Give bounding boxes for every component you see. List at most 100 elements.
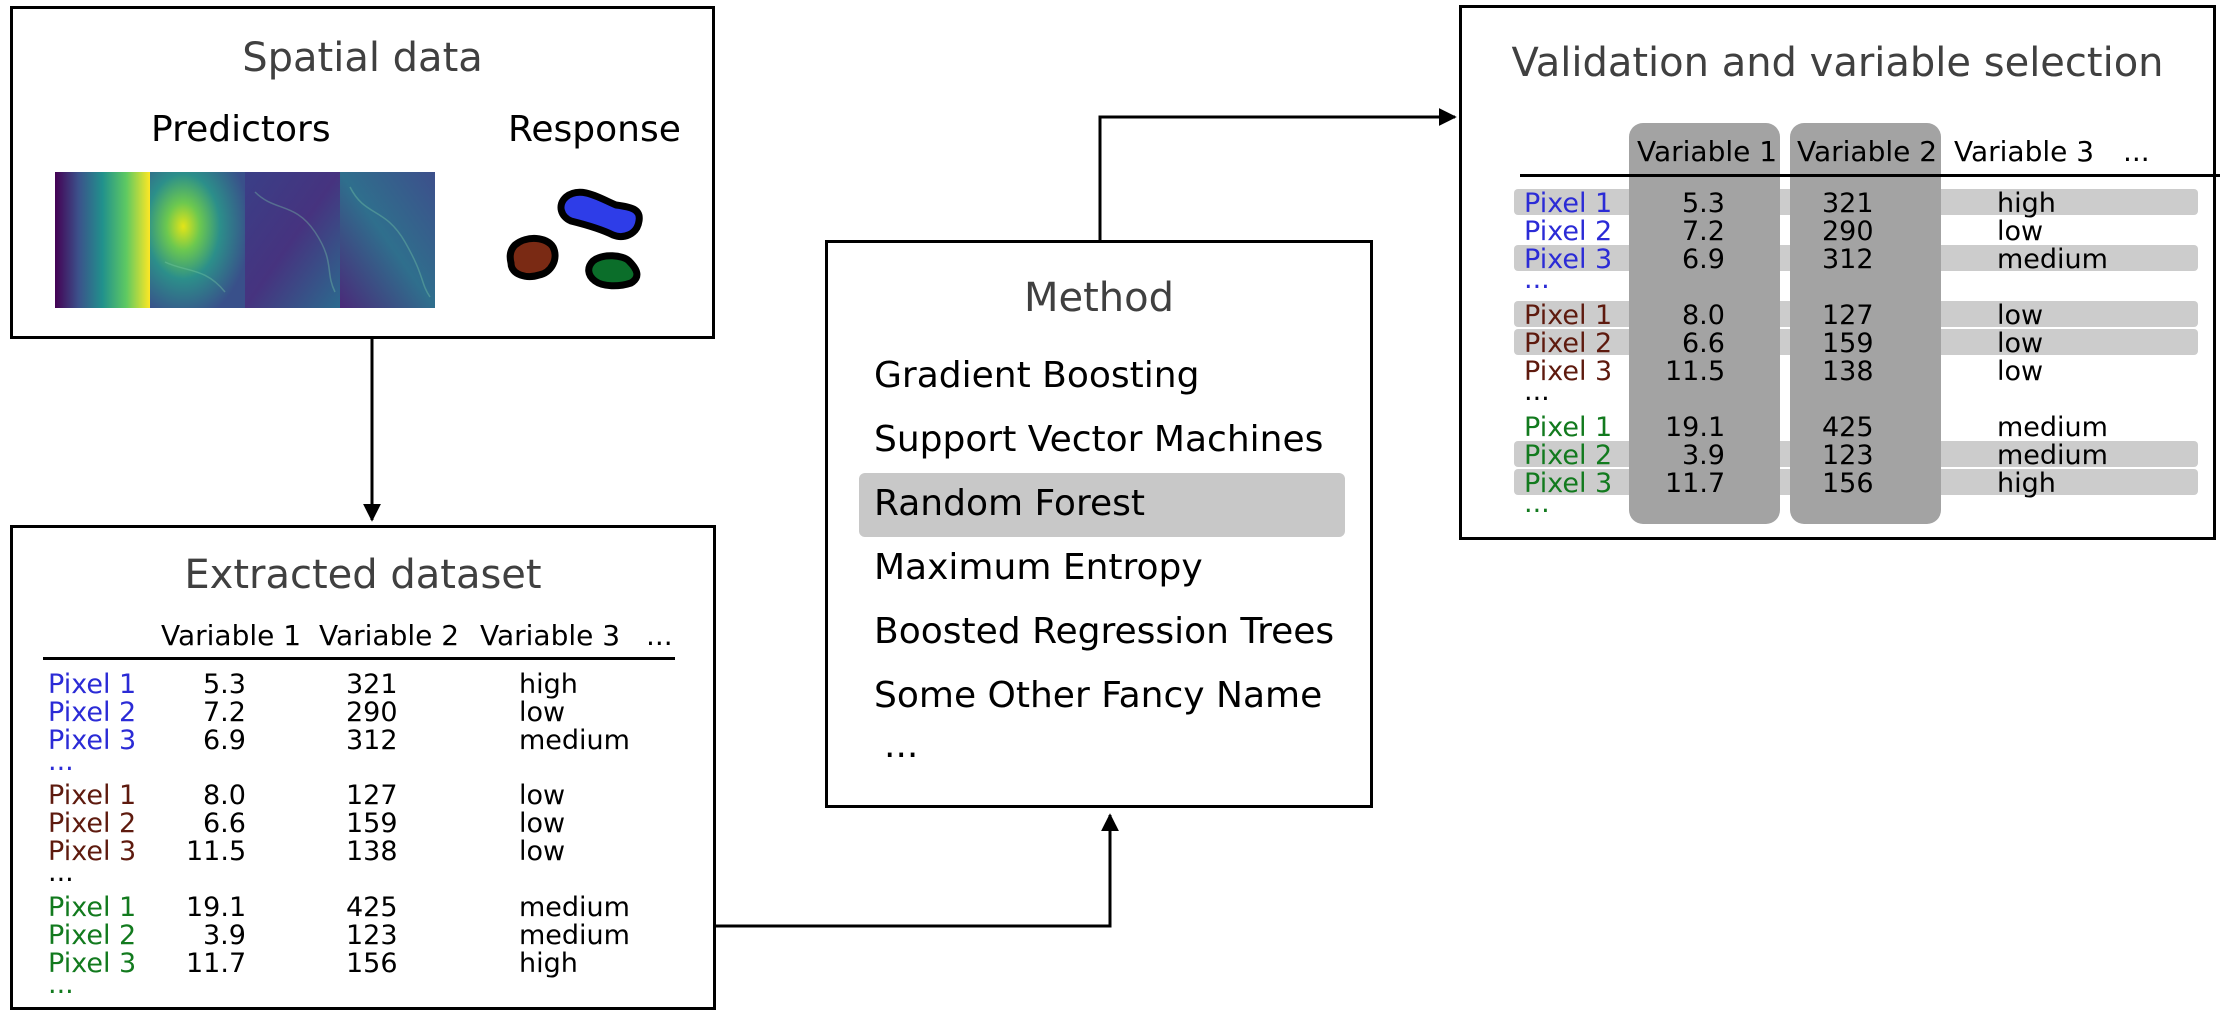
extracted-g3-ellipsis: ...	[48, 969, 74, 1000]
extracted-g1-r2-v2: 290	[346, 697, 398, 728]
validation-col-header-more: ...	[2123, 135, 2150, 168]
extracted-g2-r3-v2: 138	[346, 836, 398, 867]
extracted-g3-r1-v3: medium	[519, 892, 630, 923]
validation-g2-r1-v1: 8.0	[1682, 300, 1725, 331]
validation-g1-r2-v1: 7.2	[1682, 216, 1725, 247]
extracted-g1-r1-v2: 321	[346, 669, 398, 700]
validation-g3-r1-v2: 425	[1822, 412, 1874, 443]
extracted-g1-ellipsis: ...	[48, 746, 74, 777]
validation-g1-r2-v3: low	[1997, 216, 2044, 247]
validation-g2-r3-v2: 138	[1822, 356, 1874, 387]
method-item-boosted-regression-trees: Boosted Regression Trees	[874, 611, 1335, 652]
extracted-g2-r2-v3: low	[519, 808, 566, 839]
predictors-label: Predictors	[151, 109, 331, 150]
validation-g2-r2-v2: 159	[1822, 328, 1874, 359]
method-item-maximum-entropy: Maximum Entropy	[874, 547, 1203, 588]
extracted-g2-r3-v3: low	[519, 836, 566, 867]
extracted-g1-r1-v3: high	[519, 669, 578, 700]
extracted-g2-r2-pixel: Pixel 2	[48, 808, 137, 839]
validation-g1-r3-v1: 6.9	[1682, 244, 1725, 275]
extracted-col-header-3: Variable 3	[480, 619, 621, 652]
spatial-data-title: Spatial data	[242, 35, 483, 81]
validation-g3-r3-v2: 156	[1822, 468, 1874, 499]
validation-g2-ellipsis: ...	[1524, 376, 1550, 407]
extracted-col-header-1: Variable 1	[161, 619, 302, 652]
extracted-g2-r2-v2: 159	[346, 808, 398, 839]
extracted-g3-r2-pixel: Pixel 2	[48, 920, 137, 951]
extracted-g3-r1-pixel: Pixel 1	[48, 892, 137, 923]
arrow-extracted-to-method	[716, 813, 1119, 928]
extracted-g2-r3-v1: 11.5	[186, 836, 247, 867]
validation-g1-r1-v1: 5.3	[1682, 188, 1725, 219]
validation-g1-r1-v3: high	[1997, 188, 2056, 219]
validation-g2-r2-v1: 6.6	[1682, 328, 1725, 359]
extracted-g1-r3-v3: medium	[519, 725, 630, 756]
validation-g3-r1-pixel: Pixel 1	[1524, 412, 1613, 443]
validation-col-header-2: Variable 2	[1797, 135, 1938, 168]
extracted-g3-r2-v1: 3.9	[203, 920, 246, 951]
raster-band-4	[340, 172, 435, 308]
validation-g3-r2-v3: medium	[1997, 440, 2108, 471]
method-highlight	[859, 473, 1345, 537]
validation-g1-r3-v3: medium	[1997, 244, 2108, 275]
extracted-col-header-2: Variable 2	[319, 619, 460, 652]
validation-g1-r1-v2: 321	[1822, 188, 1874, 219]
extracted-header-rule	[43, 657, 675, 660]
validation-g1-r3-v2: 312	[1822, 244, 1874, 275]
validation-g1-r1-pixel: Pixel 1	[1524, 188, 1613, 219]
validation-box: Validation and variable selection Variab…	[1459, 5, 2220, 540]
extracted-g3-r1-v2: 425	[346, 892, 398, 923]
extracted-g1-r2-v3: low	[519, 697, 566, 728]
extracted-dataset-box: Extracted dataset Variable 1 Variable 2 …	[10, 525, 716, 1010]
extracted-g2-r2-v1: 6.6	[203, 808, 246, 839]
extracted-g3-r3-pixel: Pixel 3	[48, 948, 137, 979]
extracted-g3-r2-v2: 123	[346, 920, 398, 951]
raster-gradient	[55, 172, 150, 308]
extracted-g1-r1-pixel: Pixel 1	[48, 669, 137, 700]
validation-g3-r3-v1: 11.7	[1665, 468, 1726, 499]
validation-g2-r2-v3: low	[1997, 328, 2044, 359]
validation-column-highlight-2	[1790, 123, 1941, 524]
extracted-g2-r1-v3: low	[519, 780, 566, 811]
method-box: Method Gradient Boosting Support Vector …	[825, 240, 1373, 808]
method-item-random-forest: Random Forest	[874, 483, 1145, 524]
validation-g1-r3-pixel: Pixel 3	[1524, 244, 1613, 275]
validation-g1-r2-pixel: Pixel 2	[1524, 216, 1613, 247]
validation-g3-r3-pixel: Pixel 3	[1524, 468, 1613, 499]
validation-title: Validation and variable selection	[1511, 40, 2164, 86]
extracted-g3-r3-v2: 156	[346, 948, 398, 979]
predictor-rasters	[55, 172, 435, 308]
extracted-g3-r2-v3: medium	[519, 920, 630, 951]
extracted-g1-r1-v1: 5.3	[203, 669, 246, 700]
extracted-g2-r1-v2: 127	[346, 780, 398, 811]
validation-col-header-1: Variable 1	[1637, 135, 1778, 168]
arrow-method-to-validation	[1098, 108, 1457, 240]
spatial-data-box: Spatial data Predictors Response	[10, 6, 715, 339]
extracted-g2-ellipsis: ...	[48, 857, 74, 888]
extracted-g1-r3-v1: 6.9	[203, 725, 246, 756]
extracted-dataset-title: Extracted dataset	[184, 552, 542, 598]
response-label: Response	[508, 109, 681, 150]
validation-header-rule	[1520, 174, 2220, 177]
method-title: Method	[1023, 275, 1175, 321]
method-item-gradient-boosting: Gradient Boosting	[874, 355, 1200, 396]
extracted-g1-r3-v2: 312	[346, 725, 398, 756]
extracted-g3-r3-v1: 11.7	[186, 948, 247, 979]
validation-g3-ellipsis: ...	[1524, 488, 1550, 519]
validation-g2-r3-v1: 11.5	[1665, 356, 1726, 387]
validation-g1-r2-v2: 290	[1822, 216, 1874, 247]
validation-g2-r3-v3: low	[1997, 356, 2044, 387]
extracted-g1-r2-pixel: Pixel 2	[48, 697, 137, 728]
method-ellipsis: ...	[884, 725, 919, 766]
extracted-g1-r2-v1: 7.2	[203, 697, 246, 728]
extracted-g2-r1-v1: 8.0	[203, 780, 246, 811]
extracted-col-header-more: ...	[646, 619, 673, 652]
validation-g3-r1-v1: 19.1	[1665, 412, 1726, 443]
validation-g3-r2-v2: 123	[1822, 440, 1874, 471]
response-polygon-green	[585, 252, 641, 290]
method-item-support-vector-machines: Support Vector Machines	[874, 419, 1324, 460]
validation-g2-r2-pixel: Pixel 2	[1524, 328, 1613, 359]
raster-band-3	[245, 172, 340, 308]
extracted-g2-r3-pixel: Pixel 3	[48, 836, 137, 867]
